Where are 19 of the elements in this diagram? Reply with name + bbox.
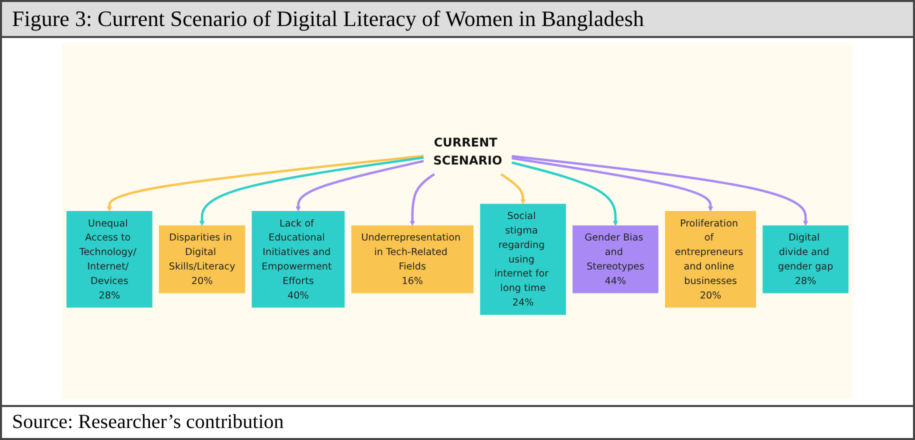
- arrow: [106, 154, 424, 212]
- arrow: [512, 156, 714, 212]
- node-box: Disparities in Digital Skills/Literacy 20%: [158, 225, 246, 294]
- node-box: Gender Bias and Stereotypes 44%: [572, 225, 658, 294]
- source-caption: Source: Researcher’s contribution: [2, 405, 913, 438]
- arrow: [199, 156, 424, 226]
- node-box: Proliferation of entrepreneurs and online businesses 20%: [665, 211, 756, 308]
- node-box: Social stigma regarding using internet for long time 24%: [480, 204, 566, 315]
- figure-title: Figure 3: Current Scenario of Digital Literacy of Women in Bangladesh: [2, 2, 913, 38]
- arrow: [512, 155, 808, 226]
- node-box: Underrepresentation in Tech-Related Fields 16%: [351, 225, 474, 294]
- arrow: [296, 160, 424, 212]
- node-box: Lack of Educational Initiatives and Empowerment Efforts 40%: [252, 211, 345, 308]
- node-text: CURRENT SCENARIO: [433, 135, 502, 168]
- arrow: [410, 173, 436, 226]
- node-box: Digital divide and gender gap 28%: [762, 225, 848, 294]
- arrow: [500, 173, 526, 204]
- arrow: [511, 161, 618, 226]
- node-box: Unequal Access to Technology/ Internet/ Devices 28%: [66, 211, 152, 308]
